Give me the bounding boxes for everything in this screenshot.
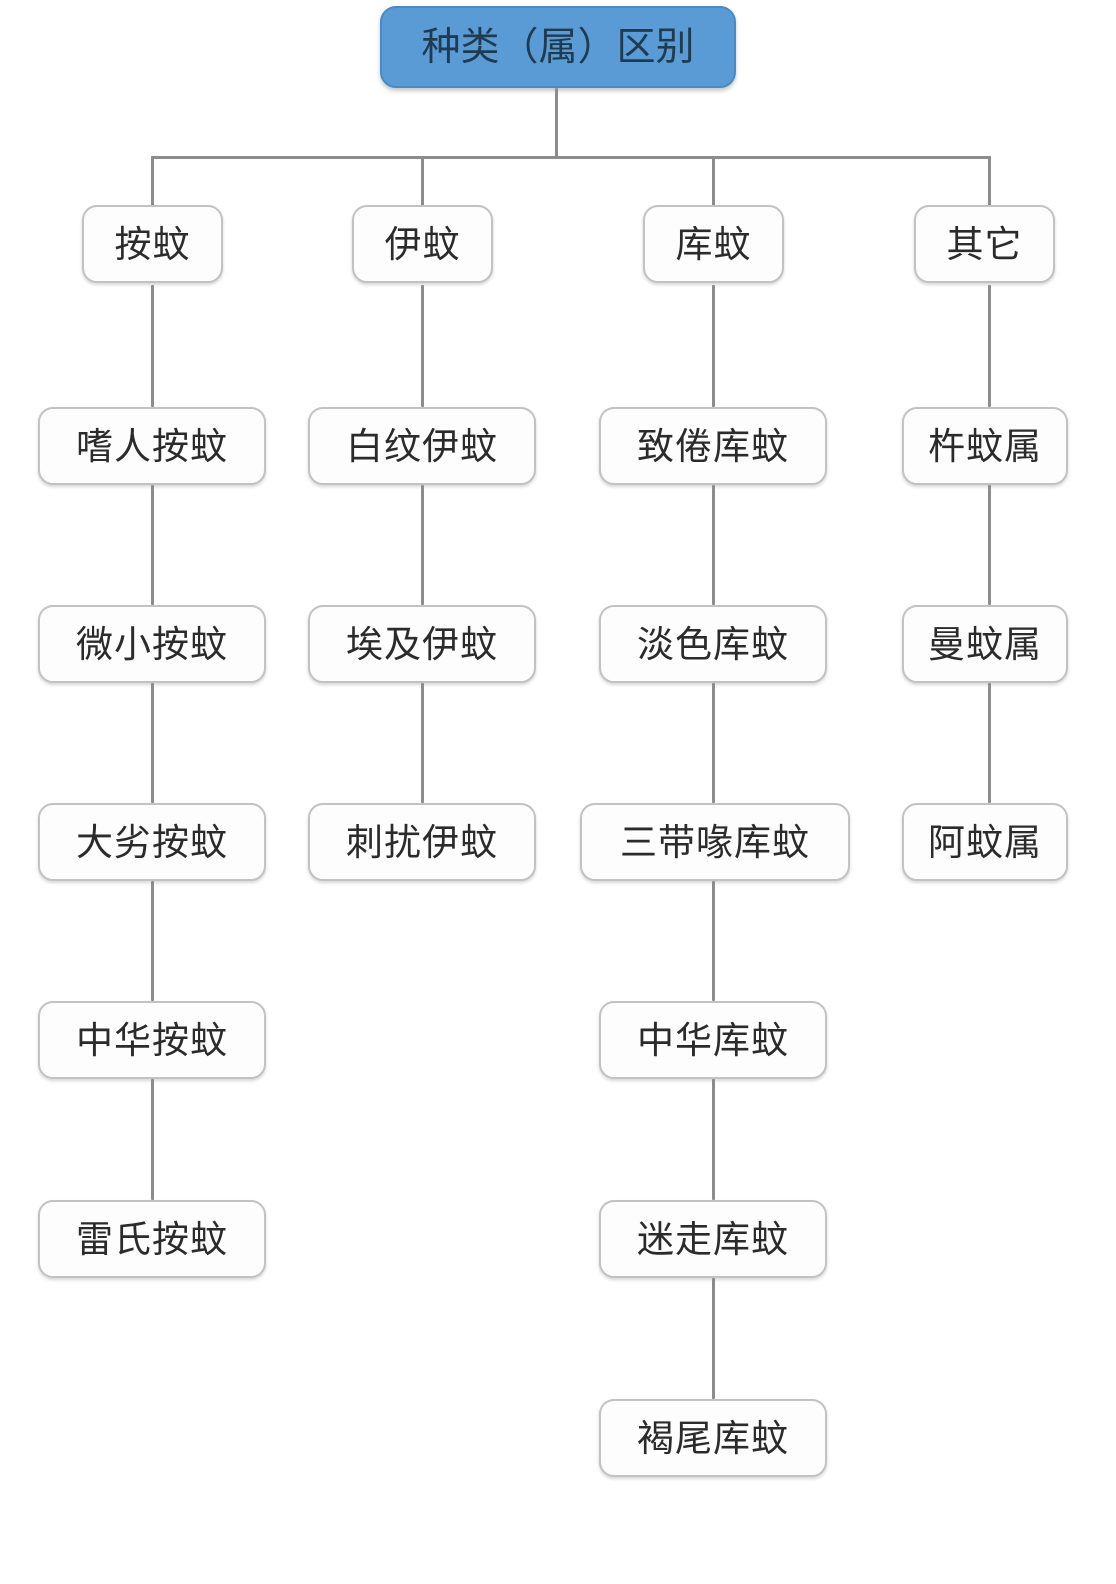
connector-aedes-child-2-to-3 bbox=[421, 683, 424, 803]
species-node-anopheles-lesteri[interactable]: 雷氏按蚊 bbox=[38, 1200, 266, 1278]
connector-bus-horizontal bbox=[151, 156, 991, 159]
connector-aedes-to-child-1 bbox=[421, 285, 424, 407]
genus-node-armigeres[interactable]: 杵蚊属 bbox=[902, 407, 1068, 485]
species-node-aedes-albopictus-label: 白纹伊蚊 bbox=[346, 425, 498, 467]
genus-node-other[interactable]: 其它 bbox=[914, 205, 1055, 283]
species-node-anopheles-dirus[interactable]: 大劣按蚊 bbox=[38, 803, 266, 881]
species-node-anopheles-minimus[interactable]: 微小按蚊 bbox=[38, 605, 266, 683]
species-node-anopheles-minimus-label: 微小按蚊 bbox=[76, 623, 228, 665]
species-node-anopheles-dirus-label: 大劣按蚊 bbox=[76, 821, 228, 863]
connector-root-stem bbox=[555, 88, 558, 158]
connector-culex-to-child-1 bbox=[712, 285, 715, 407]
species-node-culex-tritaeniorhynchus-label: 三带喙库蚊 bbox=[620, 821, 810, 863]
root-node-label: 种类（属）区别 bbox=[421, 25, 695, 69]
genus-node-other-label: 其它 bbox=[946, 223, 1023, 265]
species-node-culex-quinquefasciatus[interactable]: 致倦库蚊 bbox=[599, 407, 827, 485]
species-node-aedes-albopictus[interactable]: 白纹伊蚊 bbox=[308, 407, 536, 485]
species-node-anopheles-sinensis-label: 中华按蚊 bbox=[76, 1019, 228, 1061]
species-node-culex-sinensis-label: 中华库蚊 bbox=[637, 1019, 789, 1061]
connector-culex-child-3-to-4 bbox=[712, 881, 715, 1001]
genus-node-mansonia[interactable]: 曼蚊属 bbox=[902, 605, 1068, 683]
genus-node-armigeres-a-label: 阿蚊属 bbox=[928, 821, 1042, 863]
connector-anopheles-to-child-1 bbox=[151, 285, 154, 407]
genus-node-anopheles-label: 按蚊 bbox=[114, 223, 191, 265]
root-node-species-genus-distinction[interactable]: 种类（属）区别 bbox=[380, 6, 736, 88]
genus-node-anopheles[interactable]: 按蚊 bbox=[82, 205, 223, 283]
species-node-culex-pallens-label: 淡色库蚊 bbox=[637, 623, 789, 665]
genus-node-mansonia-label: 曼蚊属 bbox=[928, 623, 1042, 665]
connector-bus-drop-anopheles bbox=[151, 156, 154, 206]
genus-node-armigeres-a[interactable]: 阿蚊属 bbox=[902, 803, 1068, 881]
connector-other-child-2-to-3 bbox=[988, 683, 991, 803]
species-node-culex-sinensis[interactable]: 中华库蚊 bbox=[599, 1001, 827, 1079]
species-node-anopheles-lesteri-label: 雷氏按蚊 bbox=[76, 1218, 228, 1260]
connector-bus-drop-culex bbox=[712, 156, 715, 206]
connector-bus-drop-aedes bbox=[421, 156, 424, 206]
connector-culex-child-5-to-6 bbox=[712, 1278, 715, 1399]
species-node-anopheles-sinensis[interactable]: 中华按蚊 bbox=[38, 1001, 266, 1079]
species-node-aedes-vexans[interactable]: 刺扰伊蚊 bbox=[308, 803, 536, 881]
connector-anopheles-child-1-to-2 bbox=[151, 485, 154, 605]
species-node-aedes-aegypti-label: 埃及伊蚊 bbox=[346, 623, 498, 665]
connector-culex-child-4-to-5 bbox=[712, 1079, 715, 1200]
species-node-culex-pallens[interactable]: 淡色库蚊 bbox=[599, 605, 827, 683]
species-node-anopheles-anthropophagus-label: 嗜人按蚊 bbox=[76, 425, 228, 467]
species-node-culex-vagans[interactable]: 迷走库蚊 bbox=[599, 1200, 827, 1278]
species-node-aedes-vexans-label: 刺扰伊蚊 bbox=[346, 821, 498, 863]
species-node-anopheles-anthropophagus[interactable]: 嗜人按蚊 bbox=[38, 407, 266, 485]
connector-culex-child-1-to-2 bbox=[712, 485, 715, 605]
connector-other-child-1-to-2 bbox=[988, 485, 991, 605]
connector-other-to-child-1 bbox=[988, 285, 991, 407]
genus-node-culex-label: 库蚊 bbox=[675, 223, 752, 265]
connector-anopheles-child-4-to-5 bbox=[151, 1079, 154, 1200]
genus-node-aedes-label: 伊蚊 bbox=[384, 223, 461, 265]
species-node-culex-fuscanus[interactable]: 褐尾库蚊 bbox=[599, 1399, 827, 1477]
species-node-culex-fuscanus-label: 褐尾库蚊 bbox=[637, 1417, 789, 1459]
species-node-culex-quinquefasciatus-label: 致倦库蚊 bbox=[637, 425, 789, 467]
connector-culex-child-2-to-3 bbox=[712, 683, 715, 803]
connector-anopheles-child-3-to-4 bbox=[151, 881, 154, 1001]
connector-bus-drop-other bbox=[988, 156, 991, 206]
connector-anopheles-child-2-to-3 bbox=[151, 683, 154, 803]
genus-node-armigeres-label: 杵蚊属 bbox=[928, 425, 1042, 467]
genus-node-aedes[interactable]: 伊蚊 bbox=[352, 205, 493, 283]
species-node-culex-tritaeniorhynchus[interactable]: 三带喙库蚊 bbox=[580, 803, 850, 881]
genus-node-culex[interactable]: 库蚊 bbox=[643, 205, 784, 283]
connector-aedes-child-1-to-2 bbox=[421, 485, 424, 605]
species-node-culex-vagans-label: 迷走库蚊 bbox=[637, 1218, 789, 1260]
species-node-aedes-aegypti[interactable]: 埃及伊蚊 bbox=[308, 605, 536, 683]
